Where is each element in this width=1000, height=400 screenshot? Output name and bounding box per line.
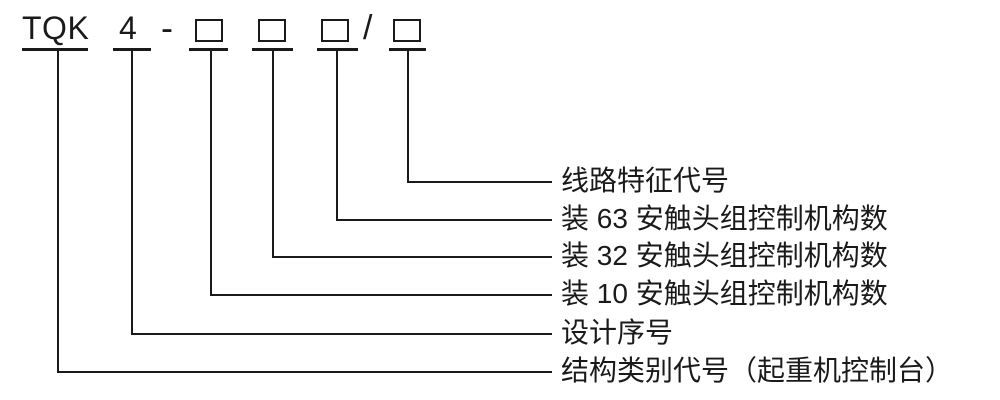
placeholder-box-1 — [195, 19, 223, 42]
placeholder-box-4 — [393, 19, 421, 42]
leader-hline-design-number — [131, 333, 552, 335]
leader-vline-box-4 — [407, 50, 409, 181]
slash-separator: / — [363, 9, 373, 47]
underline-design-number — [113, 48, 151, 51]
leader-vline-box-3 — [336, 50, 338, 219]
label-structure-category-code: 结构类别代号（起重机控制台） — [561, 355, 954, 386]
label-63a-contact-group-count: 装 63 安触头组控制机构数 — [561, 203, 888, 234]
leader-hline-box-2 — [272, 256, 552, 258]
leader-vline-box-1 — [210, 50, 212, 294]
leader-vline-box-2 — [272, 50, 274, 256]
label-32a-contact-group-count: 装 32 安触头组控制机构数 — [561, 240, 888, 271]
leader-hline-box-4 — [407, 181, 552, 183]
label-line-characteristic-code: 线路特征代号 — [561, 165, 730, 196]
leader-vline-prefix — [57, 50, 59, 371]
label-10a-contact-group-count: 装 10 安触头组控制机构数 — [561, 278, 888, 309]
leader-vline-design-number — [131, 50, 133, 333]
underline-prefix — [22, 48, 88, 51]
underline-box-2 — [252, 48, 293, 51]
underline-box-4 — [389, 48, 426, 51]
model-prefix-text: TQK — [22, 10, 90, 46]
placeholder-box-2 — [258, 19, 286, 42]
leader-hline-box-3 — [336, 219, 552, 221]
underline-box-1 — [189, 48, 228, 51]
dash-separator: - — [161, 7, 174, 48]
leader-hline-prefix — [57, 371, 552, 373]
label-design-serial-number: 设计序号 — [561, 317, 674, 348]
design-number-text: 4 — [119, 10, 138, 46]
underline-box-3 — [317, 48, 358, 51]
placeholder-box-3 — [321, 19, 349, 42]
leader-hline-box-1 — [210, 294, 552, 296]
